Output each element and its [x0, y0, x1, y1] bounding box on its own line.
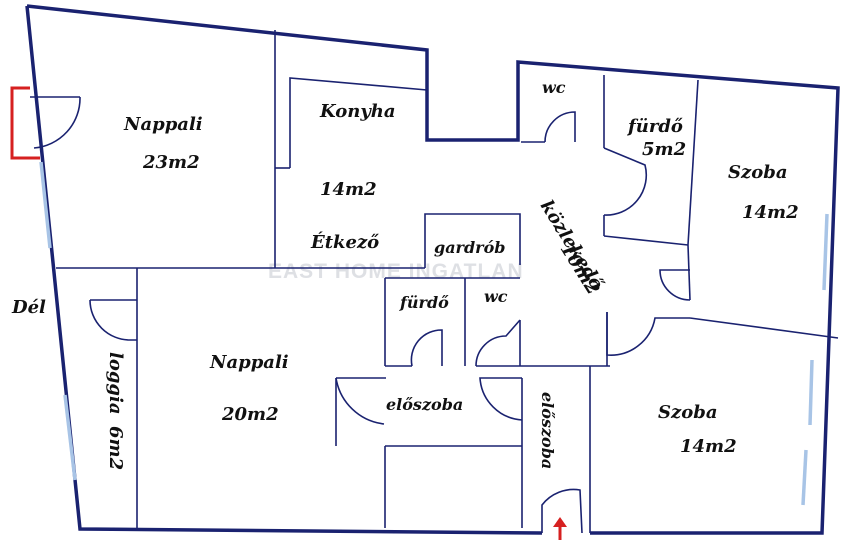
- room-label-furdo-top: fürdő: [626, 116, 683, 137]
- room-label-eloszoba-right: előszoba: [538, 392, 557, 469]
- watermark: EAST HOME INGATLAN: [268, 260, 524, 283]
- room-label-furdo-mid: fürdő: [399, 293, 449, 312]
- room-label-eloszoba-left: előszoba: [386, 395, 463, 414]
- room-label-nappali-top: Nappali: [123, 114, 203, 135]
- windows: [39, 161, 829, 506]
- room-area-furdo-top: 5m2: [642, 139, 686, 160]
- room-label-etkezo: Étkező: [310, 230, 379, 253]
- entrance-arrow-icon: [553, 517, 567, 540]
- doors: [10, 86, 691, 534]
- room-label-szoba-bottom: Szoba: [658, 402, 717, 423]
- interior-walls: [56, 30, 839, 533]
- room-area-nappali-top: 23m2: [142, 152, 200, 173]
- room-area-loggia: 6m2: [105, 426, 126, 470]
- room-label-wc-mid: wc: [484, 287, 508, 306]
- room-label-loggia: loggia: [105, 352, 126, 415]
- compass-label: Dél: [11, 297, 46, 318]
- room-label-konyha: Konyha: [319, 101, 396, 122]
- room-label-nappali-bottom: Nappali: [209, 352, 289, 373]
- room-area-nappali-bottom: 20m2: [221, 404, 279, 425]
- room-area-szoba-top: 14m2: [742, 202, 799, 223]
- room-label-gardrob: gardrób: [434, 238, 505, 257]
- room-area-konyha: 14m2: [320, 179, 377, 200]
- entrance-frame: [10, 86, 40, 160]
- room-label-szoba-top: Szoba: [728, 162, 787, 183]
- room-area-szoba-bottom: 14m2: [680, 436, 737, 457]
- room-label-wc-top: wc: [542, 78, 566, 97]
